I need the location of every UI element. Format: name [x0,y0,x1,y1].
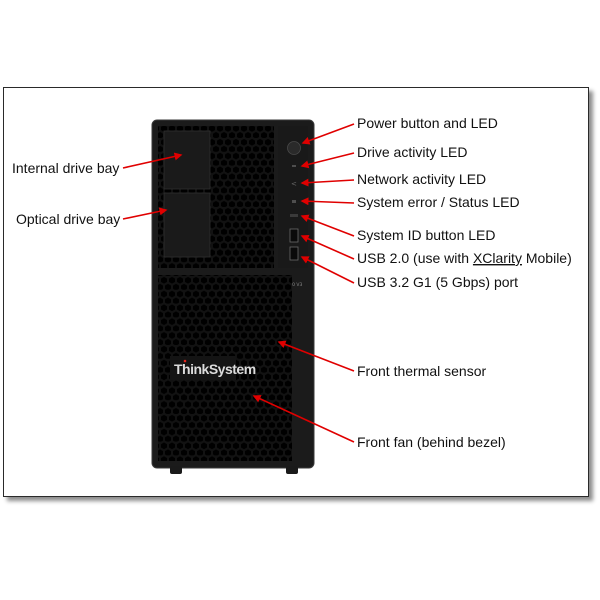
arrow-network-activity [300,178,355,187]
label-usb2-prefix: USB 2.0 (use with [357,250,473,266]
label-usb2-suffix: Mobile) [522,250,572,266]
network-activity-led-icon: < [291,180,297,188]
label-thermal-sensor: Front thermal sensor [357,363,486,379]
usb2-port[interactable] [289,228,299,243]
brand-dot [183,359,187,363]
model-badge: ST50 V3 [284,282,303,288]
arrow-system-id [300,214,355,237]
arrow-power-button [301,123,355,145]
arrow-drive-activity [300,152,355,169]
arrow-thermal-sensor [277,340,355,372]
usb3-port[interactable] [289,246,299,261]
chassis-foot-left [170,466,182,474]
arrow-optical-drive-bay [122,207,168,220]
arrow-front-fan [252,395,355,443]
optical-drive-bay-cover [163,192,211,258]
system-error-led [292,200,296,203]
arrow-usb2 [300,234,355,260]
system-id-button[interactable] [290,214,298,217]
brand-label-plate [170,356,236,380]
brand-label: ThinkSystem [174,361,256,377]
label-drive-activity: Drive activity LED [357,144,467,160]
internal-drive-bay-cover [163,130,211,190]
arrow-internal-drive-bay [122,152,183,169]
label-network-activity: Network activity LED [357,171,486,187]
label-power-button: Power button and LED [357,115,498,131]
label-usb3: USB 3.2 G1 (5 Gbps) port [357,274,518,290]
arrow-system-error [300,197,355,206]
label-internal-drive-bay: Internal drive bay [12,160,119,176]
label-system-id: System ID button LED [357,227,496,243]
chassis-foot-right [286,466,298,474]
label-front-fan: Front fan (behind bezel) [357,434,506,450]
power-button[interactable] [287,141,301,155]
chassis-edge [151,119,315,469]
label-usb2-xclarity: XClarity [473,250,522,266]
server-chassis: < ST50 V3 ThinkSystem [151,119,315,474]
label-optical-drive-bay: Optical drive bay [16,211,120,227]
arrow-usb3 [300,256,355,284]
drive-activity-led [292,165,296,167]
label-usb2: USB 2.0 (use with XClarity Mobile) [357,250,572,266]
label-system-error: System error / Status LED [357,194,520,210]
